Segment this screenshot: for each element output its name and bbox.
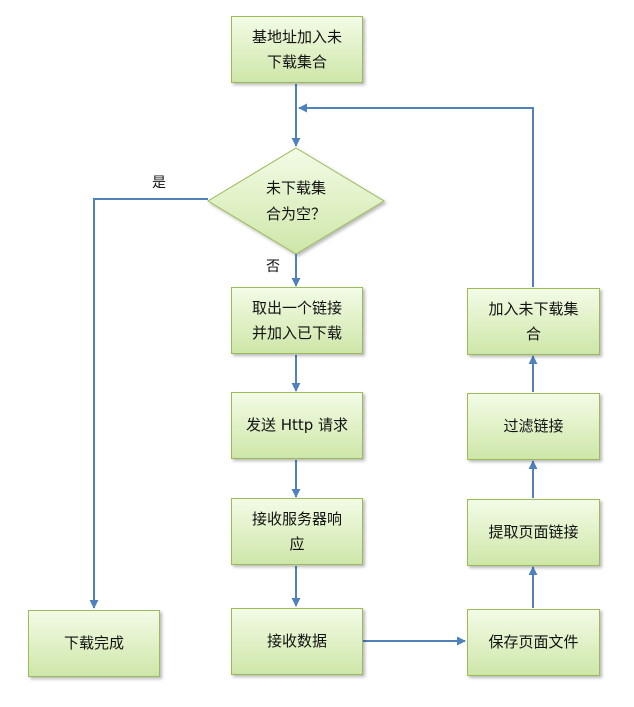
filter-links-node: 过滤链接: [467, 393, 600, 460]
take-link-node-label: 取出一个链接 并加入已下载: [251, 298, 342, 342]
extract-links-node: 提取页面链接: [467, 499, 600, 566]
decision-label: 未下载集 合为空？: [265, 179, 326, 223]
save-page-node: 保存页面文件: [467, 609, 600, 676]
done-node: 下载完成: [28, 610, 160, 677]
add-unvisited-node-label: 加入未下载集 合: [488, 299, 579, 343]
take-link-node: 取出一个链接 并加入已下载: [231, 287, 363, 354]
receive-response-node-label: 接收服务器响 应: [251, 509, 342, 553]
arrow-add-unvisited-loop-back: [298, 103, 534, 287]
receive-response-node: 接收服务器响 应: [231, 498, 363, 565]
receive-data-node-label: 接收数据: [266, 632, 327, 650]
arrow-decision-yes-to-done: [89, 198, 208, 609]
decision-label-box: 未下载集 合为空？: [208, 172, 384, 230]
start-node-label: 基地址加入未 下载集合: [251, 27, 342, 71]
done-node-label: 下载完成: [63, 634, 124, 652]
save-page-node-label: 保存页面文件: [488, 633, 579, 651]
add-unvisited-node: 加入未下载集 合: [467, 288, 600, 355]
no-label: 否: [266, 259, 280, 275]
start-node: 基地址加入未 下载集合: [231, 16, 363, 83]
extract-links-node-label: 提取页面链接: [488, 523, 579, 541]
send-request-node: 发送 Http 请求: [231, 392, 363, 459]
receive-data-node: 接收数据: [231, 608, 363, 675]
filter-links-node-label: 过滤链接: [503, 417, 564, 435]
send-request-node-label: 发送 Http 请求: [245, 416, 349, 434]
yes-label: 是: [152, 175, 166, 191]
